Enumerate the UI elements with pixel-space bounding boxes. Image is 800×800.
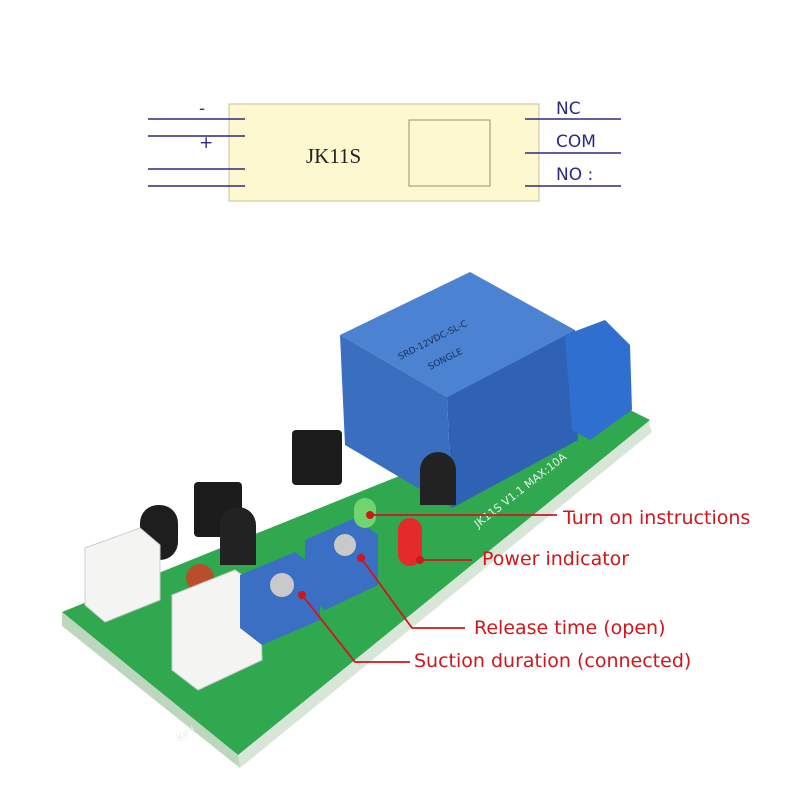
terminal-block: [565, 320, 632, 440]
annotation-dots: [298, 511, 424, 599]
schematic-diagram: - + JK11S NC COM NO :: [148, 99, 621, 202]
transistor: [220, 507, 256, 565]
pin-lines: [148, 118, 621, 187]
annotation-leaders: [301, 514, 557, 663]
pin-minus-label: -: [199, 99, 205, 119]
annotation-suction-duration: Suction duration (connected): [414, 650, 692, 672]
relay-board: JK11S V1.1 MAX:10A Key SRD-12VDC-SL-C SO…: [62, 272, 652, 768]
power-connector: [84, 527, 161, 623]
relay-box: [408, 119, 491, 187]
module-box: [228, 103, 540, 202]
suction-potentiometer: [240, 552, 320, 645]
jumper: [292, 430, 342, 485]
module-label: JK11S: [306, 144, 361, 168]
transistor: [420, 452, 456, 505]
annotation-release-time: Release time (open): [474, 617, 666, 639]
annotation-turn-on: Turn on instructions: [563, 507, 751, 529]
pcb-edge: [236, 420, 652, 768]
pin-plus-label: +: [199, 133, 213, 153]
pin-nc-label: NC: [556, 99, 581, 119]
green-led: [354, 498, 376, 528]
release-potentiometer: [305, 518, 378, 610]
pin-com-label: COM: [556, 132, 596, 152]
annotation-power-indicator: Power indicator: [482, 548, 630, 570]
pin-no-label: NO :: [556, 165, 593, 185]
key-connector: [171, 569, 263, 691]
red-led: [398, 518, 422, 566]
